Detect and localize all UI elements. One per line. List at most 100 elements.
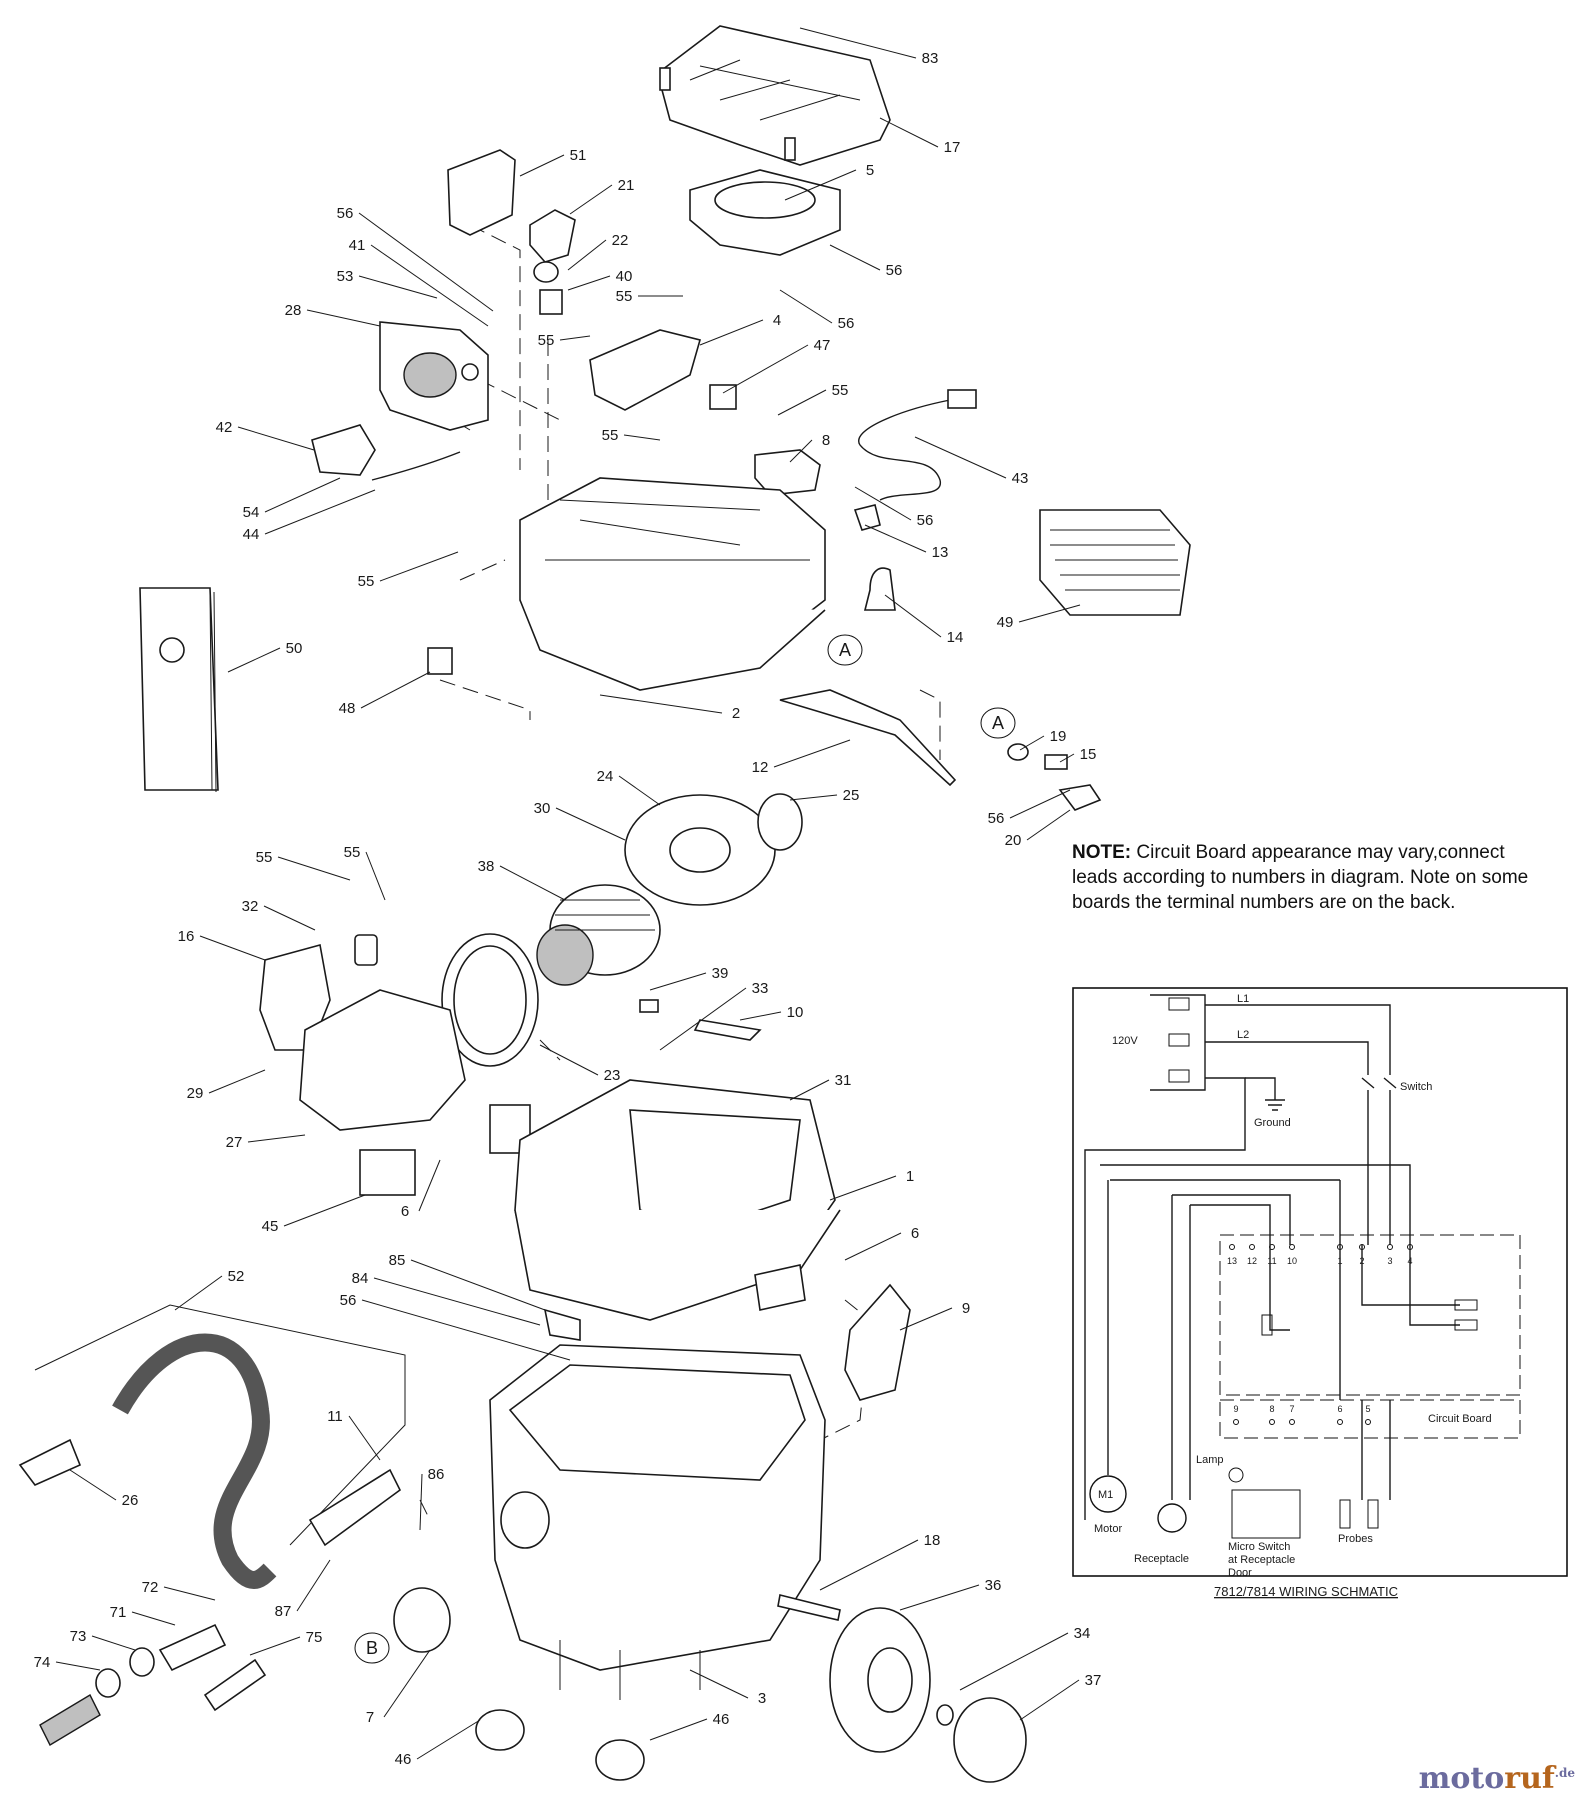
part-number-label: 41 bbox=[349, 237, 366, 254]
bracket-51 bbox=[447, 149, 516, 236]
terminal-dot bbox=[1289, 1419, 1295, 1425]
ground-label: Ground bbox=[1254, 1117, 1291, 1129]
part-number-label: 71 bbox=[110, 1604, 127, 1621]
callout-leader bbox=[555, 807, 626, 841]
callout-leader bbox=[247, 1134, 306, 1143]
part-number-label: 24 bbox=[597, 768, 614, 785]
part-number-label: 46 bbox=[713, 1711, 730, 1728]
callout-leader bbox=[784, 169, 857, 201]
callout-leader bbox=[296, 1559, 331, 1612]
callout-leader bbox=[383, 1649, 431, 1718]
circuit-board-note: NOTE: Circuit Board appearance may vary,… bbox=[1072, 840, 1542, 915]
schematic-frame bbox=[1072, 987, 1568, 1577]
callout-leader bbox=[55, 1661, 101, 1671]
part-number-label: 11 bbox=[327, 1408, 343, 1425]
part-number-label: 8 bbox=[822, 432, 830, 449]
part-number-label: 85 bbox=[389, 1252, 406, 1269]
part-number-label: 56 bbox=[917, 512, 934, 529]
part-number-label: 43 bbox=[1012, 470, 1029, 487]
fan-cover-24-inner bbox=[669, 827, 731, 873]
lamp-symbol bbox=[1228, 1467, 1244, 1483]
callout-leader bbox=[779, 289, 833, 324]
callout-leader bbox=[365, 851, 386, 901]
callout-leader bbox=[722, 344, 809, 394]
filter-housing bbox=[689, 169, 841, 256]
callout-leader bbox=[69, 1469, 117, 1501]
probes-label: Probes bbox=[1338, 1533, 1373, 1545]
part-number-label: 39 bbox=[712, 965, 729, 982]
terminal-number: 11 bbox=[1267, 1256, 1276, 1266]
callout-leader bbox=[410, 1259, 546, 1311]
callout-leader bbox=[854, 486, 912, 521]
callout-leader bbox=[864, 524, 927, 553]
terminal-dot bbox=[1387, 1244, 1393, 1250]
callout-leader bbox=[348, 1415, 381, 1461]
callout-leader bbox=[416, 1719, 481, 1760]
part-number-label: 7 bbox=[366, 1709, 374, 1726]
terminal-number: 13 bbox=[1227, 1256, 1237, 1266]
part-number-label: 33 bbox=[752, 980, 769, 997]
part-number-label: 56 bbox=[340, 1292, 357, 1309]
callout-leader bbox=[174, 1275, 223, 1311]
cartridge-filter-49 bbox=[1039, 509, 1191, 616]
brush-74 bbox=[39, 1694, 101, 1746]
terminal-number: 8 bbox=[1269, 1404, 1274, 1414]
micro-switch-line-1: Micro Switch bbox=[1228, 1541, 1290, 1553]
part-number-label: 18 bbox=[924, 1532, 941, 1549]
part-number-label: 19 bbox=[1050, 728, 1067, 745]
reference-letter: A bbox=[839, 640, 851, 660]
hook-84-85 bbox=[543, 1308, 581, 1341]
callout-leader bbox=[1019, 1679, 1080, 1721]
motor-housing-27 bbox=[299, 989, 466, 1131]
part-number-label: 17 bbox=[944, 139, 961, 156]
part-number-label: 36 bbox=[985, 1577, 1002, 1594]
part-number-label: 47 bbox=[814, 337, 831, 354]
terminal-number: 12 bbox=[1247, 1256, 1257, 1266]
bracket-14 bbox=[863, 567, 896, 611]
part-number-label: 13 bbox=[932, 544, 949, 561]
l2-label: L2 bbox=[1237, 1029, 1249, 1041]
terminal-dot bbox=[1249, 1244, 1255, 1250]
callout-leader bbox=[789, 1079, 830, 1101]
part-number-label: 32 bbox=[242, 898, 259, 915]
power-cord-43 bbox=[858, 399, 951, 501]
wheel-36-hub bbox=[867, 1647, 913, 1713]
part-number-label: 45 bbox=[262, 1218, 279, 1235]
callout-leader bbox=[899, 1584, 980, 1611]
terminal-dot bbox=[1289, 1244, 1295, 1250]
hose-52 bbox=[112, 1333, 277, 1589]
part-number-label: 25 bbox=[843, 787, 860, 804]
part-number-label: 27 bbox=[226, 1134, 243, 1151]
callout-leader bbox=[358, 212, 494, 312]
part-number-label: 10 bbox=[787, 1004, 804, 1021]
motor-38 bbox=[536, 884, 661, 986]
seal-strip-10 bbox=[693, 1019, 762, 1041]
part-number-label: 75 bbox=[306, 1629, 323, 1646]
tank-3 bbox=[489, 1344, 826, 1700]
part-number-label: 14 bbox=[947, 629, 964, 646]
part-number-label: 87 bbox=[275, 1603, 292, 1620]
part-number-label: 52 bbox=[228, 1268, 245, 1285]
latch-6 bbox=[754, 1264, 806, 1311]
part-number-label: 46 bbox=[395, 1751, 412, 1768]
part-number-label: 55 bbox=[538, 332, 555, 349]
callout-leader bbox=[844, 1232, 902, 1261]
callout-leader bbox=[884, 594, 942, 638]
callout-leader bbox=[237, 426, 315, 451]
part-number-label: 54 bbox=[243, 504, 260, 521]
part-number-label: 40 bbox=[616, 268, 633, 285]
motoruf-watermark: motoruf.de bbox=[1418, 1761, 1575, 1796]
callout-leader bbox=[1018, 604, 1081, 623]
crevice-nozzle-9 bbox=[844, 1283, 911, 1401]
part-number-label: 20 bbox=[1005, 832, 1022, 849]
callout-leader bbox=[959, 1632, 1069, 1691]
part-number-label: 21 bbox=[618, 177, 635, 194]
part-number-label: 12 bbox=[752, 759, 769, 776]
connector-15 bbox=[1044, 754, 1068, 770]
motor-head-top-2 bbox=[519, 477, 826, 691]
callout-leader bbox=[379, 551, 459, 582]
part-number-label: 38 bbox=[478, 858, 495, 875]
part-number-label: 86 bbox=[428, 1466, 445, 1483]
callout-leader bbox=[567, 275, 611, 291]
